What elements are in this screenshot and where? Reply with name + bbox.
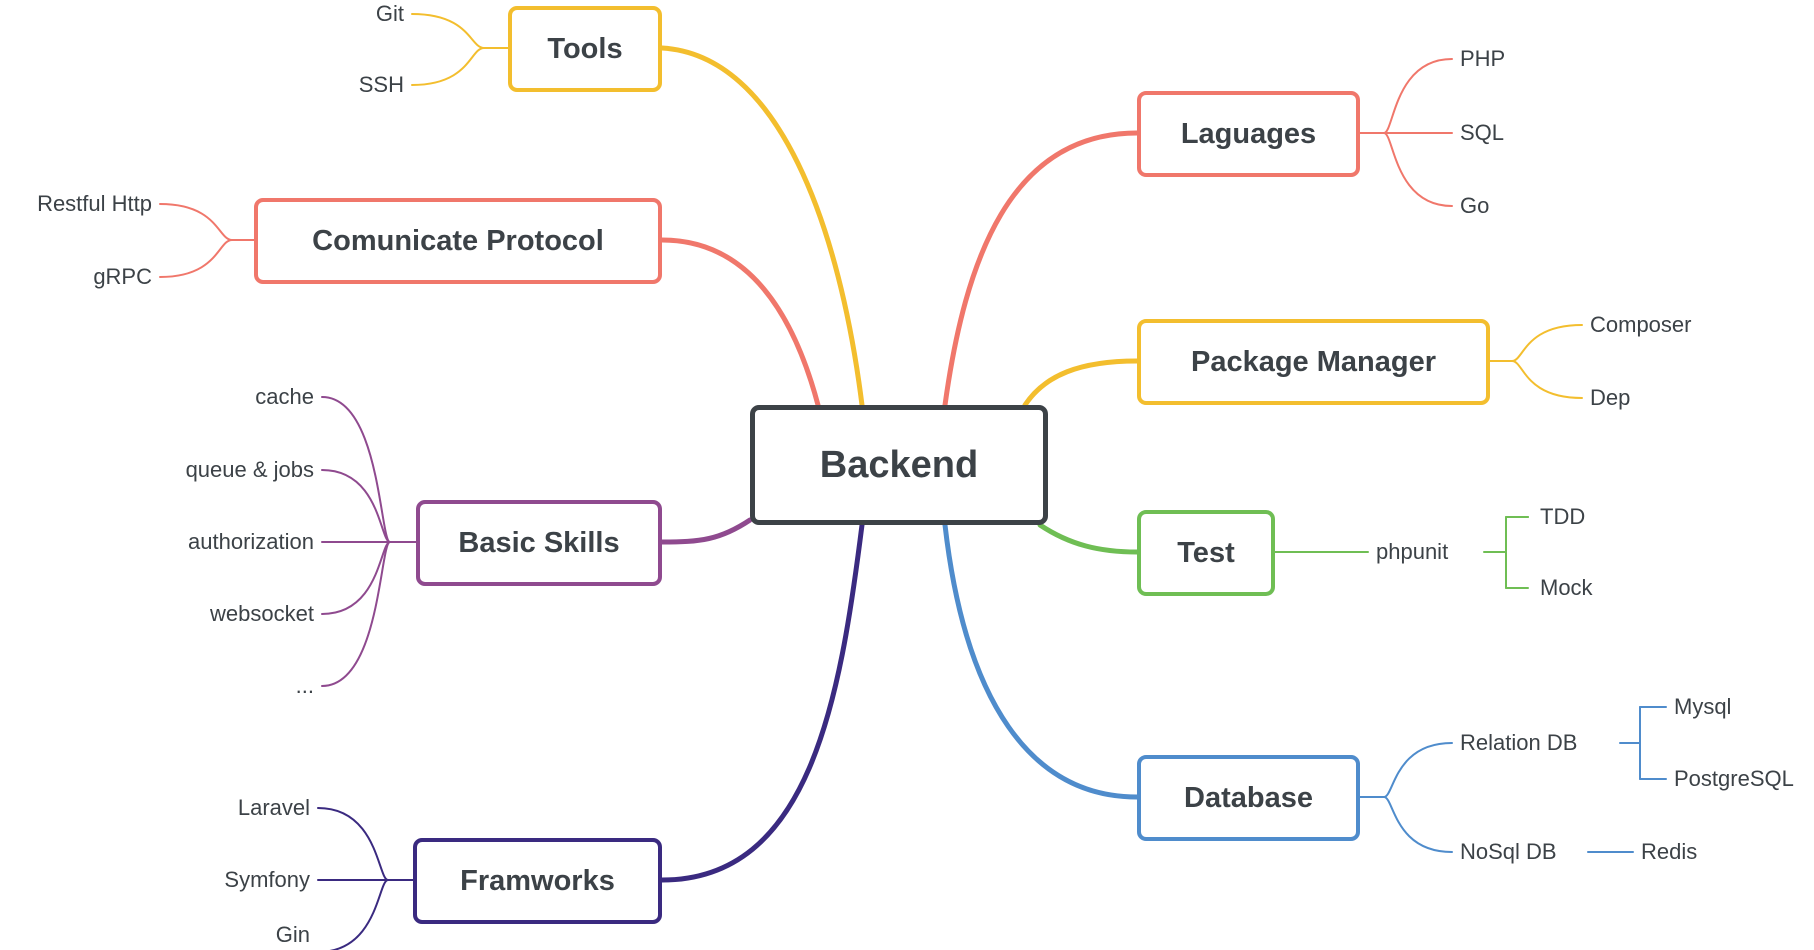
leaf-mysql[interactable]: Mysql xyxy=(1674,694,1732,719)
branch-tools-label: Tools xyxy=(547,32,623,65)
leaf-git[interactable]: Git xyxy=(375,1,404,26)
branch-frameworks[interactable]: Framworks xyxy=(413,838,662,924)
leaf-postgresql[interactable]: PostgreSQL xyxy=(1674,766,1794,791)
link-skills xyxy=(659,517,753,545)
branch-basic-skills-label: Basic Skills xyxy=(458,526,620,559)
center-label: Backend xyxy=(819,443,979,486)
leaf-relation-db[interactable]: Relation DB xyxy=(1460,730,1578,755)
leaf-dep[interactable]: Dep xyxy=(1590,385,1631,410)
branch-tools[interactable]: Tools xyxy=(508,6,662,92)
branch-languages-label: Laguages xyxy=(1180,117,1317,150)
leaf-nosql-db[interactable]: NoSql DB xyxy=(1460,839,1557,864)
leaf-restful-http[interactable]: Restful Http xyxy=(37,191,152,216)
center-node-backend[interactable]: Backend xyxy=(750,405,1048,525)
leaf-symfony[interactable]: Symfony xyxy=(224,867,310,892)
link-database xyxy=(942,522,1140,800)
branch-package-manager-label: Package Manager xyxy=(1190,345,1436,378)
leaf-grpc[interactable]: gRPC xyxy=(93,264,152,289)
link-frameworks xyxy=(659,522,865,883)
branch-database-label: Database xyxy=(1184,781,1313,814)
leaf-ssh[interactable]: SSH xyxy=(358,72,404,97)
link-languages xyxy=(942,130,1140,408)
link-test xyxy=(1037,522,1140,555)
link-tools xyxy=(659,45,865,408)
leaf-websocket[interactable]: websocket xyxy=(210,601,314,626)
leaf-queue-jobs[interactable]: queue & jobs xyxy=(185,457,314,482)
leaf-authorization[interactable]: authorization xyxy=(188,529,314,554)
leaf-tdd[interactable]: TDD xyxy=(1540,504,1586,529)
leaf-ellipsis[interactable]: ... xyxy=(295,673,314,698)
branch-database[interactable]: Database xyxy=(1137,755,1360,841)
leaf-gin[interactable]: Gin xyxy=(275,922,310,947)
branch-package-manager[interactable]: Package Manager xyxy=(1137,319,1490,405)
leaf-php[interactable]: PHP xyxy=(1460,46,1506,71)
branch-test[interactable]: Test xyxy=(1137,510,1275,596)
leaf-composer[interactable]: Composer xyxy=(1590,312,1692,337)
link-package xyxy=(1022,358,1140,408)
leaf-mock[interactable]: Mock xyxy=(1540,575,1593,600)
branch-frameworks-label: Framworks xyxy=(460,864,615,897)
branch-protocol[interactable]: Comunicate Protocol xyxy=(254,198,662,284)
leaf-redis[interactable]: Redis xyxy=(1641,839,1698,864)
link-protocol xyxy=(659,237,821,408)
branch-basic-skills[interactable]: Basic Skills xyxy=(416,500,662,586)
leaf-go[interactable]: Go xyxy=(1460,193,1490,218)
leaf-phpunit[interactable]: phpunit xyxy=(1376,539,1449,564)
leaf-cache[interactable]: cache xyxy=(255,384,314,409)
branch-test-label: Test xyxy=(1177,536,1235,569)
branch-languages[interactable]: Laguages xyxy=(1137,91,1360,177)
branch-protocol-label: Comunicate Protocol xyxy=(312,224,604,257)
leaf-laravel[interactable]: Laravel xyxy=(237,795,310,820)
leaf-sql[interactable]: SQL xyxy=(1460,120,1505,145)
